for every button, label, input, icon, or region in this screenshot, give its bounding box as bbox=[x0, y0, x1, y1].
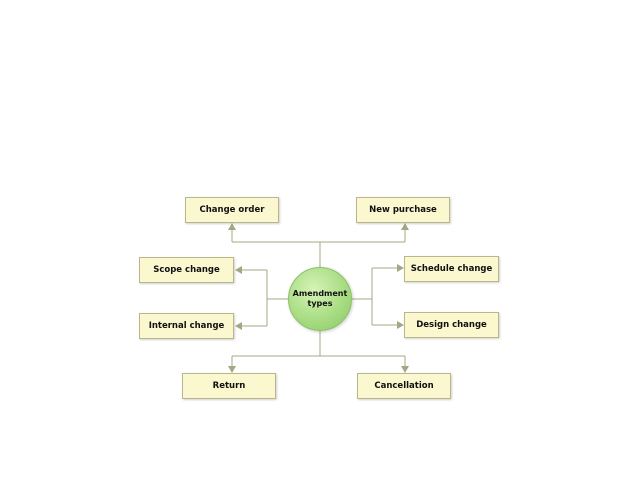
box-schedule-change-label: Schedule change bbox=[410, 264, 493, 274]
box-change-order-label: Change order bbox=[199, 205, 265, 215]
box-new-purchase-label: New purchase bbox=[369, 205, 437, 215]
box-new-purchase: New purchase bbox=[356, 197, 450, 223]
box-scope-change-label: Scope change bbox=[153, 265, 220, 275]
center-node-label-line1: Amendment bbox=[292, 289, 348, 298]
box-return-label: Return bbox=[212, 381, 246, 391]
box-return: Return bbox=[182, 373, 276, 399]
center-node-amendment-types: Amendment types bbox=[288, 267, 352, 331]
box-internal-change-label: Internal change bbox=[148, 321, 225, 331]
box-design-change: Design change bbox=[404, 312, 499, 338]
box-design-change-label: Design change bbox=[416, 320, 487, 330]
box-schedule-change: Schedule change bbox=[404, 256, 499, 282]
box-change-order: Change order bbox=[185, 197, 279, 223]
box-scope-change: Scope change bbox=[139, 257, 234, 283]
box-cancellation: Cancellation bbox=[357, 373, 451, 399]
box-cancellation-label: Cancellation bbox=[374, 381, 434, 391]
box-internal-change: Internal change bbox=[139, 313, 234, 339]
center-node-label-line2: types bbox=[307, 299, 333, 308]
center-node-label: Amendment types bbox=[291, 289, 349, 309]
